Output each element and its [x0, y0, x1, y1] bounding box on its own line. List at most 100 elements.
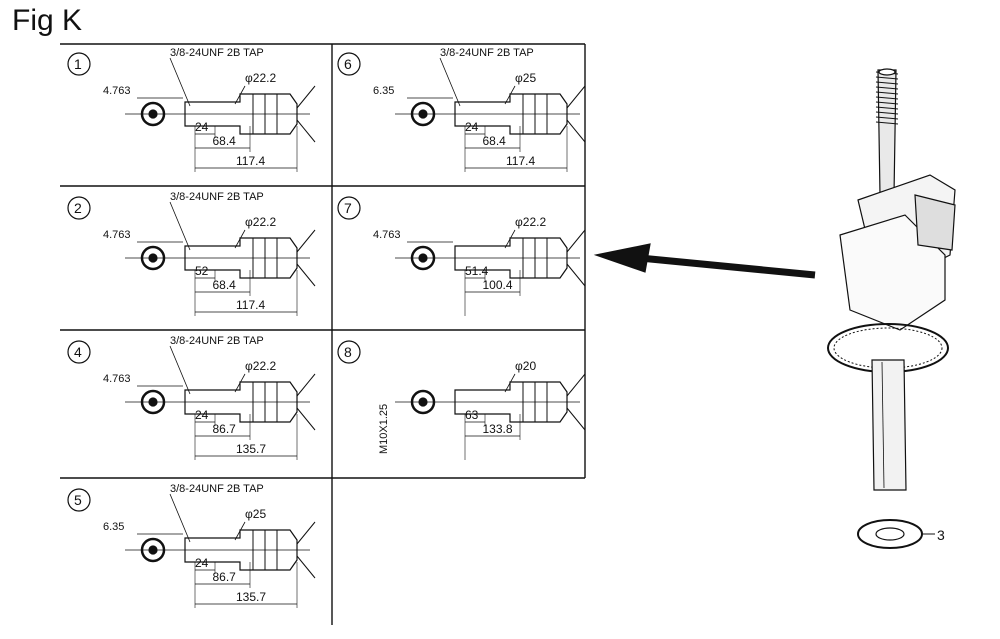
thread-line [875, 111, 899, 115]
panel-number: 1 [74, 56, 82, 72]
key-width-label: 6.35 [103, 521, 124, 533]
shaft-profile [454, 93, 568, 135]
dimension-value-3: 117.4 [506, 154, 535, 168]
diameter-label: φ22.2 [245, 71, 276, 85]
shaft-profile [184, 381, 298, 423]
tap-label: 3/8-24UNF 2B TAP [170, 335, 264, 347]
diameter-label: φ22.2 [245, 359, 276, 373]
panel-number: 6 [344, 56, 352, 72]
arrow-head [593, 243, 651, 273]
counterweight [914, 194, 956, 251]
crank-web-edge-lower [566, 407, 586, 431]
key-width-label: 4.763 [373, 229, 401, 241]
panel-number: 7 [344, 200, 352, 216]
pointer-arrow [593, 243, 816, 279]
thread-line [875, 106, 899, 110]
dimension-value-3: 117.4 [236, 298, 265, 312]
diameter-leader [234, 373, 246, 393]
key-width-label: 6.35 [373, 85, 394, 97]
panel-number-circle [337, 196, 361, 220]
crank-web-edge-lower [296, 263, 316, 287]
dimension-value-2: 68.4 [483, 134, 507, 148]
tap-leader [169, 57, 191, 107]
panel-number: 8 [344, 344, 352, 360]
shaft-profile [454, 381, 568, 423]
panel-number: 2 [74, 200, 82, 216]
thread-line [875, 101, 899, 105]
thrust-washer-hole [875, 527, 905, 541]
diameter-label: φ25 [245, 507, 266, 521]
crank-web-edge [296, 229, 316, 253]
panel-number: 5 [74, 492, 82, 508]
dimension-value-2: 100.4 [483, 278, 513, 292]
crank-web-edge [566, 85, 586, 109]
tap-label: 3/8-24UNF 2B TAP [170, 483, 264, 495]
crankshaft-illustration: 3 [827, 68, 956, 549]
panel-number-circle [67, 52, 91, 76]
shaft-profile [184, 93, 298, 135]
dimension-value-1: 51.4 [465, 264, 489, 278]
tap-leader [439, 57, 461, 107]
crank-web-edge [296, 521, 316, 545]
journal-highlight [881, 361, 885, 489]
diameter-leader [234, 85, 246, 105]
figure-title: Fig K [12, 4, 83, 37]
thread-line [875, 76, 899, 80]
panel-grid [60, 43, 586, 625]
tap-leader [169, 345, 191, 395]
dimension-value-3: 135.7 [236, 442, 266, 456]
tap-leader [169, 493, 191, 543]
diameter-label: φ25 [515, 71, 536, 85]
diameter-label: φ20 [515, 359, 536, 373]
dimension-value-2: 86.7 [213, 570, 237, 584]
arrow-shaft [639, 254, 816, 279]
shaft-profile [184, 237, 298, 279]
shaft-profile [184, 529, 298, 571]
panel-number-circle [337, 340, 361, 364]
crank-web-edge-lower [566, 263, 586, 287]
shaft-tip [878, 68, 896, 76]
shaft-profile [454, 237, 568, 279]
crank-web-edge-lower [566, 119, 586, 143]
callout-number: 3 [937, 527, 945, 543]
dimension-value-1: 52 [195, 264, 209, 278]
thread-line [875, 91, 899, 95]
crank-web-edge [566, 373, 586, 397]
dimension-value-2: 133.8 [483, 422, 513, 436]
thread-label: M10X1.25 [378, 404, 390, 454]
key-width-label: 4.763 [103, 373, 131, 385]
diameter-leader [504, 373, 516, 393]
panel-number: 4 [74, 344, 82, 360]
panel-number-circle [337, 52, 361, 76]
thread-line [875, 96, 899, 100]
thread-line [875, 81, 899, 85]
thread-line [875, 116, 899, 120]
diameter-leader [234, 521, 246, 541]
dimension-value-1: 24 [195, 120, 209, 134]
key-width-label: 4.763 [103, 85, 131, 97]
tap-leader [169, 201, 191, 251]
diameter-label: φ22.2 [515, 215, 546, 229]
dimension-value-2: 68.4 [213, 278, 237, 292]
panel-number-circle [67, 488, 91, 512]
dimension-value-2: 68.4 [213, 134, 237, 148]
thrust-washer [857, 519, 923, 549]
panel-number-circle [67, 340, 91, 364]
crank-web-edge-lower [296, 555, 316, 579]
panel-number-circle [67, 196, 91, 220]
crank-web-edge [296, 85, 316, 109]
tap-label: 3/8-24UNF 2B TAP [170, 47, 264, 59]
diameter-leader [234, 229, 246, 249]
diameter-label: φ22.2 [245, 215, 276, 229]
key-width-label: 4.763 [103, 229, 131, 241]
crank-web-edge [296, 373, 316, 397]
crank-web-edge-lower [296, 407, 316, 431]
